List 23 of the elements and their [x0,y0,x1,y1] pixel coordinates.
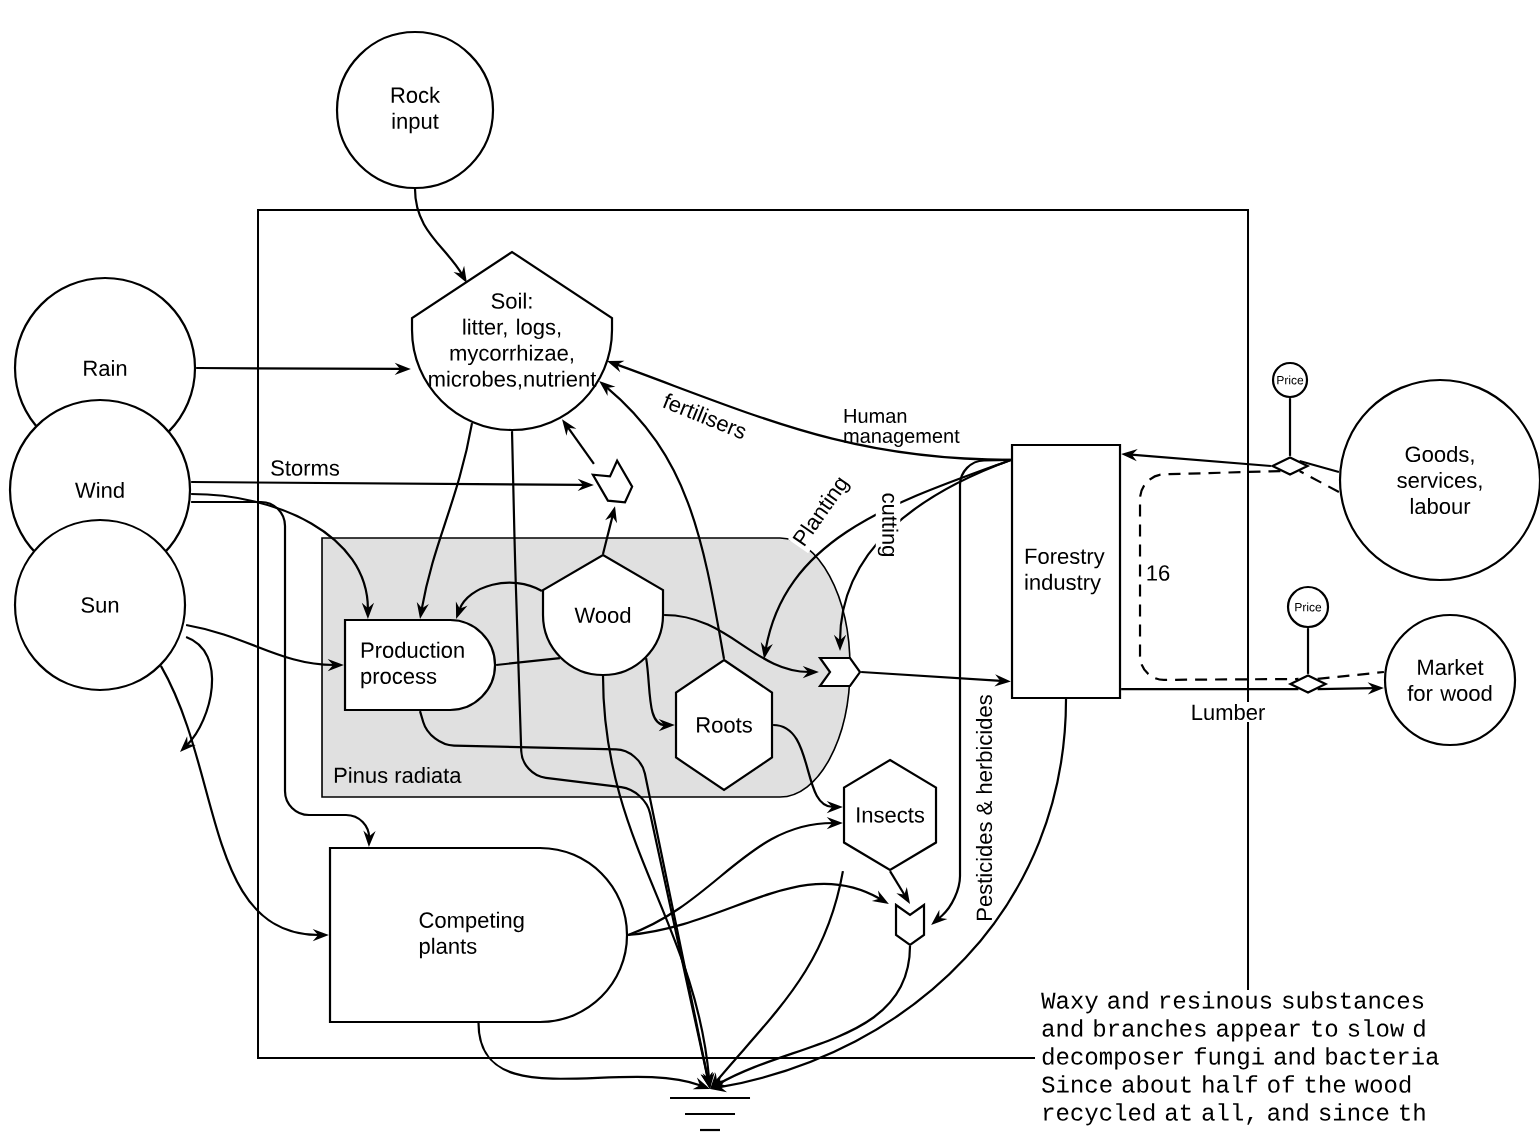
flow-label: Human management [844,409,960,447]
flow-line [1288,398,1292,456]
storage-tank: Wood [541,553,665,677]
callout-number: 16 [1147,565,1170,581]
dashed-line [1317,670,1385,681]
flow-line [1121,687,1299,691]
consumer-hexagon: Roots [674,658,774,792]
dashed-line [1299,470,1340,493]
flow-line [1299,459,1340,474]
note-text: Waxy and resinous substances and branches appear to slow d decomposer fungi and bacteria Since about half of the wood recycled at all, and since th [1041,991,1439,1126]
edge-label: Pesticides & herbicides [973,692,995,924]
flow-line [496,657,561,667]
edge-label: Lumber [1188,701,1268,723]
edge-label: Storms [268,458,342,478]
storage-tank: Soil: litter, logs, mycorrhizae, microbes,nutrient [410,250,614,432]
edge-label: cutting [875,490,901,560]
heat-sink-symbol [670,1096,750,1132]
flow-line [1306,628,1310,674]
process-box: Forestry industry [1010,443,1122,700]
interaction-symbol [817,656,862,688]
dashed-line [1138,469,1299,681]
consumer-hexagon: Insects [842,758,938,872]
interaction-symbol [894,902,926,947]
